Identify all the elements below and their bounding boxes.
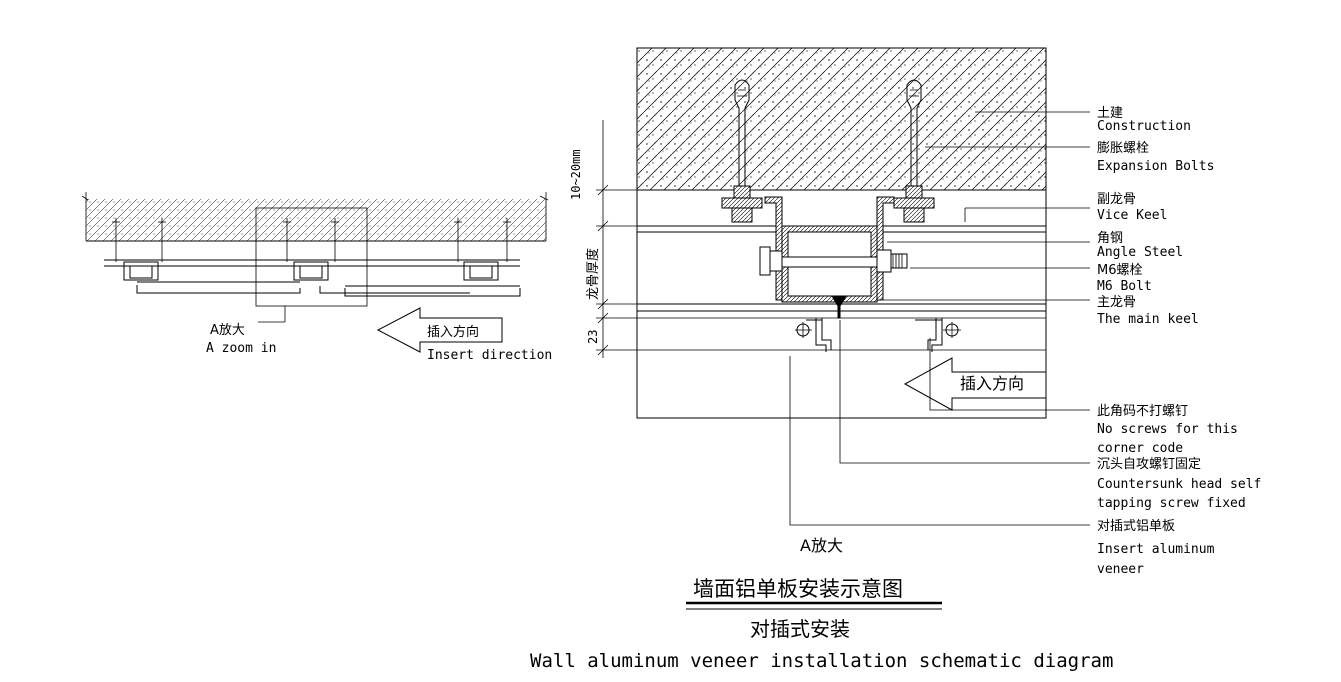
title-sub-cn: 对插式安装 — [750, 617, 850, 641]
insert-direction-cn: 插入方向 — [427, 324, 479, 340]
insert-direction-arrow-left — [376, 307, 503, 353]
svg-text:Construction: Construction — [1097, 119, 1191, 134]
svg-text:The main keel: The main keel — [1097, 312, 1199, 327]
zoom-label-cn: A放大 — [210, 323, 245, 338]
overview-section: A放大 A zoom in 插入方向 Insert direction — [81, 192, 552, 363]
svg-text:副龙骨: 副龙骨 — [1097, 192, 1136, 207]
leader-lines — [789, 111, 1090, 526]
title-block: 墙面铝单板安装示意图 对插式安装 Wall aluminum veneer in… — [530, 577, 1113, 672]
svg-text:Insert aluminum: Insert aluminum — [1097, 542, 1215, 557]
dim-gap: 10~20mm — [569, 149, 583, 200]
dim-keel-thickness: 龙骨厚度 — [585, 248, 601, 300]
dimension-group: 10~20mm 龙骨厚度 23 — [569, 120, 637, 358]
detail-section: 插入方向 10~20mm 龙骨厚度 23 — [569, 47, 1261, 577]
svg-text:M6 Bolt: M6 Bolt — [1097, 279, 1152, 294]
zoom-label-en: A zoom in — [206, 341, 276, 356]
svg-text:veneer: veneer — [1097, 562, 1144, 577]
detail-zoom-label-cn: A放大 — [800, 536, 843, 555]
svg-text:Vice Keel: Vice Keel — [1097, 208, 1167, 223]
svg-text:角钢: 角钢 — [1097, 231, 1123, 246]
callout-expansion-bolts: 膨胀螺栓 Expansion Bolts — [1097, 141, 1214, 174]
m6-bolt — [759, 246, 908, 276]
svg-text:Expansion Bolts: Expansion Bolts — [1097, 159, 1214, 174]
callout-main-keel: 主龙骨 The main keel — [1097, 295, 1199, 327]
svg-text:对插式铝单板: 对插式铝单板 — [1097, 519, 1175, 534]
corner-bolt-left — [795, 322, 812, 338]
svg-text:膨胀螺栓: 膨胀螺栓 — [1097, 141, 1149, 156]
overview-wall — [86, 199, 546, 241]
svg-text:tapping screw fixed: tapping screw fixed — [1097, 496, 1246, 511]
svg-text:No screws for this: No screws for this — [1097, 422, 1238, 437]
callout-angle-steel: 角钢 Angle Steel — [1097, 231, 1183, 260]
svg-text:土建: 土建 — [1097, 106, 1123, 121]
svg-text:M6螺栓: M6螺栓 — [1097, 263, 1143, 278]
svg-text:corner code: corner code — [1097, 441, 1183, 456]
corner-bolt-right — [943, 322, 961, 338]
svg-text:Angle Steel: Angle Steel — [1097, 245, 1183, 260]
callout-insert-aluminum: 对插式铝单板 Insert aluminum veneer — [1097, 519, 1215, 577]
dim-panel: 23 — [586, 330, 600, 344]
concrete-wall — [636, 47, 1047, 191]
insert-direction-arrow-detail — [903, 357, 1047, 411]
angle-steel — [764, 196, 783, 301]
callout-construction: 土建 Construction — [1097, 106, 1191, 134]
title-en: Wall aluminum veneer installation schema… — [530, 650, 1113, 672]
svg-text:此角码不打螺钉: 此角码不打螺钉 — [1097, 404, 1188, 419]
expansion-bolt-right — [893, 79, 935, 223]
callout-no-screws: 此角码不打螺钉 No screws for this corner code — [1097, 404, 1238, 456]
callout-vice-keel: 副龙骨 Vice Keel — [1097, 192, 1167, 223]
title-cn: 墙面铝单板安装示意图 — [693, 577, 903, 601]
svg-text:Countersunk head self: Countersunk head self — [1097, 477, 1261, 492]
countersunk-screw — [831, 295, 847, 319]
expansion-bolt-left — [721, 79, 763, 223]
svg-text:主龙骨: 主龙骨 — [1097, 295, 1136, 310]
svg-text:沉头自攻螺钉固定: 沉头自攻螺钉固定 — [1097, 457, 1201, 472]
callout-countersunk: 沉头自攻螺钉固定 Countersunk head self tapping s… — [1097, 457, 1261, 511]
detail-insert-direction-cn: 插入方向 — [960, 374, 1024, 393]
callout-m6-bolt: M6螺栓 M6 Bolt — [1097, 263, 1152, 294]
insert-direction-en: Insert direction — [427, 348, 552, 363]
